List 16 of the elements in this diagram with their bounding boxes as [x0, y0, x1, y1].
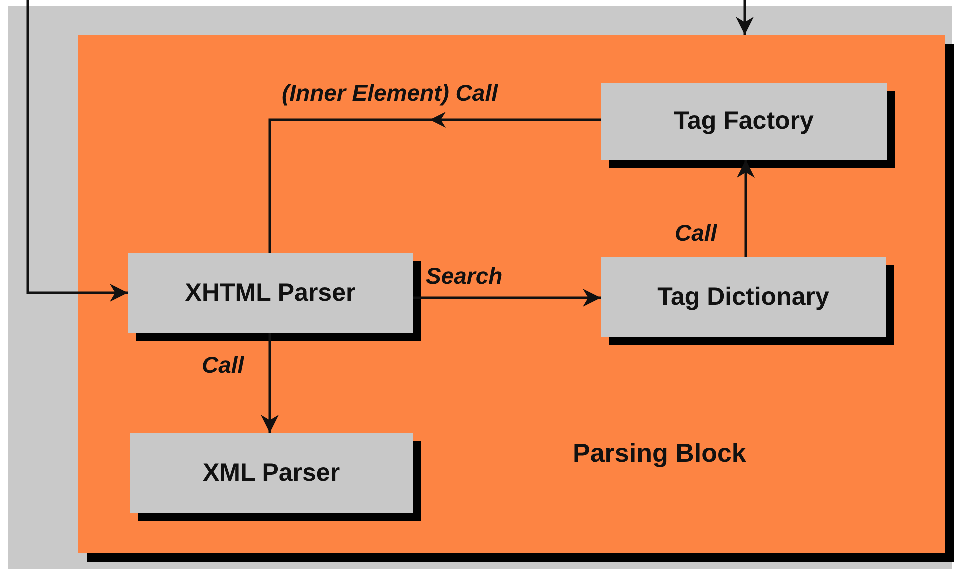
process-box — [128, 253, 413, 333]
connector-arrow — [26, 0, 128, 302]
process-box — [601, 83, 887, 160]
box-label: Tag Factory — [674, 107, 814, 136]
connector-arrow — [261, 333, 279, 433]
group-title: Parsing Block — [573, 438, 746, 469]
group-panel — [78, 35, 945, 553]
process-box — [601, 257, 886, 337]
box-label: Tag Dictionary — [658, 282, 830, 312]
connector-arrow — [736, 0, 754, 35]
box-label: XHTML Parser — [185, 278, 356, 308]
connector-arrow — [413, 289, 601, 307]
connector-arrow — [268, 112, 601, 253]
box-label: XML Parser — [202, 458, 340, 488]
connector-arrow — [737, 160, 755, 257]
process-box — [130, 433, 413, 513]
